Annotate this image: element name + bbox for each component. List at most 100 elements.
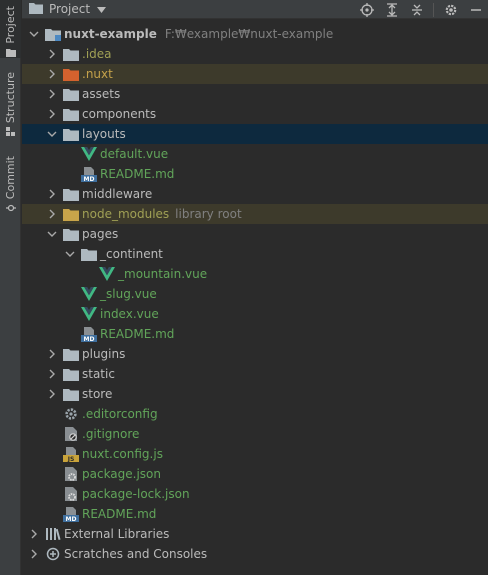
tree-item-gitignore[interactable]: .gitignore: [22, 424, 488, 444]
toolbar-divider: [433, 2, 434, 17]
tab-commit[interactable]: Commit: [0, 156, 21, 218]
folder-icon: [63, 386, 79, 402]
tree-item-label: components: [82, 107, 157, 121]
tree-item-readme[interactable]: MD README.md: [22, 164, 488, 184]
tree-item-label: package.json: [82, 467, 162, 481]
library-folder-icon: [63, 206, 79, 222]
expand-all-icon[interactable]: [384, 2, 400, 18]
svg-text:MD: MD: [84, 336, 95, 342]
tree-item-continent[interactable]: _continent: [22, 244, 488, 264]
commit-icon: [5, 203, 16, 213]
vue-file-icon: [99, 266, 115, 282]
tree-item-readme[interactable]: MD README.md: [22, 324, 488, 344]
tree-item-components[interactable]: components: [22, 104, 488, 124]
tree-item-readme[interactable]: MD README.md: [22, 504, 488, 524]
chevron-right-icon[interactable]: [47, 209, 57, 219]
tree-item-idea[interactable]: .idea: [22, 44, 488, 64]
tab-structure[interactable]: Structure: [0, 72, 21, 137]
root-path: F:₩example₩nuxt-example: [164, 27, 334, 41]
gear-icon: [63, 406, 79, 422]
tree-item-scratches[interactable]: Scratches and Consoles: [22, 544, 488, 564]
tree-item-package-lock[interactable]: package-lock.json: [22, 484, 488, 504]
tree-item-mountain-vue[interactable]: _mountain.vue: [22, 264, 488, 284]
chevron-down-icon[interactable]: [47, 229, 57, 239]
folder-icon: [63, 46, 79, 62]
minimize-icon[interactable]: [468, 2, 484, 18]
tree-item-editorconfig[interactable]: .editorconfig: [22, 404, 488, 424]
tree-item-assets[interactable]: assets: [22, 84, 488, 104]
markdown-file-icon: MD: [63, 506, 79, 522]
project-tree[interactable]: nuxt-example F:₩example₩nuxt-example .id…: [22, 20, 488, 575]
chevron-right-icon[interactable]: [47, 89, 57, 99]
folder-icon: [63, 346, 79, 362]
project-view-selector[interactable]: Project: [29, 2, 107, 17]
tree-item-nuxt[interactable]: .nuxt: [22, 64, 488, 84]
tree-item-default-vue[interactable]: default.vue: [22, 144, 488, 164]
tree-item-external-libraries[interactable]: External Libraries: [22, 524, 488, 544]
tree-item-label: pages: [82, 227, 119, 241]
folder-icon: [63, 366, 79, 382]
tree-item-note: library root: [175, 207, 242, 221]
folder-icon: [63, 106, 79, 122]
javascript-file-icon: JS: [63, 446, 79, 462]
tree-item-plugins[interactable]: plugins: [22, 344, 488, 364]
chevron-right-icon[interactable]: [47, 389, 57, 399]
tab-project[interactable]: Project: [0, 0, 21, 58]
library-icon: [45, 526, 61, 542]
tree-item-label: .gitignore: [82, 427, 140, 441]
markdown-file-icon: MD: [81, 166, 97, 182]
tool-window-strip: Project Structure Commit: [0, 0, 21, 575]
structure-icon: [5, 127, 16, 137]
settings-icon[interactable]: [443, 2, 459, 18]
folder-icon: [63, 186, 79, 202]
tree-item-label: README.md: [82, 507, 157, 521]
tree-item-node-modules[interactable]: node_modules library root: [22, 204, 488, 224]
chevron-right-icon[interactable]: [47, 369, 57, 379]
tree-item-slug-vue[interactable]: _slug.vue: [22, 284, 488, 304]
tree-item-label: .idea: [82, 47, 112, 61]
tree-item-label: .editorconfig: [82, 407, 158, 421]
scratches-icon: [45, 546, 61, 562]
tab-structure-label: Structure: [4, 72, 17, 124]
chevron-down-icon[interactable]: [47, 129, 57, 139]
tree-item-label: plugins: [82, 347, 126, 361]
tree-item-label: README.md: [100, 327, 175, 341]
chevron-right-icon[interactable]: [47, 349, 57, 359]
ignore-file-icon: [63, 426, 79, 442]
chevron-down-icon: [97, 2, 107, 16]
tree-root[interactable]: nuxt-example F:₩example₩nuxt-example: [22, 24, 488, 44]
tree-item-pages[interactable]: pages: [22, 224, 488, 244]
tree-item-middleware[interactable]: middleware: [22, 184, 488, 204]
tree-item-package-json[interactable]: package.json: [22, 464, 488, 484]
svg-text:MD: MD: [84, 176, 95, 182]
markdown-file-icon: MD: [81, 326, 97, 342]
chevron-right-icon[interactable]: [47, 109, 57, 119]
folder-icon: [63, 126, 79, 142]
locate-icon[interactable]: [359, 2, 375, 18]
chevron-right-icon[interactable]: [47, 69, 57, 79]
collapse-all-icon[interactable]: [409, 2, 425, 18]
chevron-down-icon[interactable]: [65, 249, 75, 259]
panel-title: Project: [49, 2, 91, 16]
vue-file-icon: [81, 146, 97, 162]
chevron-down-icon[interactable]: [29, 29, 39, 39]
chevron-right-icon[interactable]: [47, 49, 57, 59]
tree-item-static[interactable]: static: [22, 364, 488, 384]
tree-item-index-vue[interactable]: index.vue: [22, 304, 488, 324]
tree-item-label: package-lock.json: [82, 487, 190, 501]
tree-item-layouts[interactable]: layouts: [22, 124, 488, 144]
tree-item-label: static: [82, 367, 115, 381]
chevron-right-icon[interactable]: [29, 529, 39, 539]
root-name: nuxt-example: [64, 27, 157, 41]
tree-item-nuxt-config[interactable]: JS nuxt.config.js: [22, 444, 488, 464]
svg-text:MD: MD: [66, 516, 77, 522]
vue-file-icon: [81, 306, 97, 322]
tree-item-label: Scratches and Consoles: [64, 547, 208, 561]
chevron-right-icon[interactable]: [29, 549, 39, 559]
tree-item-label: store: [82, 387, 113, 401]
tree-item-label: .nuxt: [82, 67, 113, 81]
chevron-right-icon[interactable]: [47, 189, 57, 199]
folder-icon: [63, 86, 79, 102]
tree-item-store[interactable]: store: [22, 384, 488, 404]
module-folder-icon: [45, 26, 61, 42]
